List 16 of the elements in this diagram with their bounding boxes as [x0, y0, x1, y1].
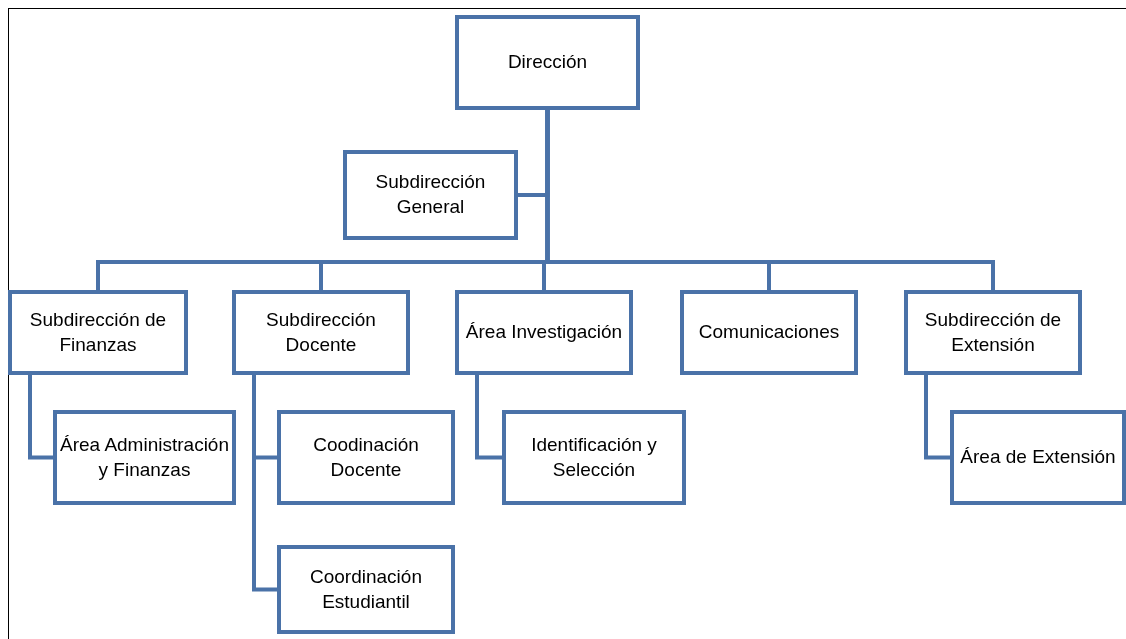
connector-line — [252, 375, 277, 592]
org-box: Dirección — [455, 15, 640, 110]
org-box: Comunicaciones — [680, 290, 858, 375]
org-box: Área Administración y Finanzas — [53, 410, 236, 505]
org-box: Subdirección Docente — [232, 290, 410, 375]
org-box: Coordinación Estudiantil — [277, 545, 455, 634]
org-box: Coodinación Docente — [277, 410, 455, 505]
org-box: Subdirección de Finanzas — [8, 290, 188, 375]
org-box: Identificación y Selección — [502, 410, 686, 505]
connector-line — [28, 375, 53, 460]
org-box: Subdirección de Extensión — [904, 290, 1082, 375]
connector-line — [924, 375, 950, 460]
org-box: Subdirección General — [343, 150, 518, 240]
org-box: Área de Extensión — [950, 410, 1126, 505]
connector-line — [475, 375, 502, 460]
org-box: Área Investigación — [455, 290, 633, 375]
